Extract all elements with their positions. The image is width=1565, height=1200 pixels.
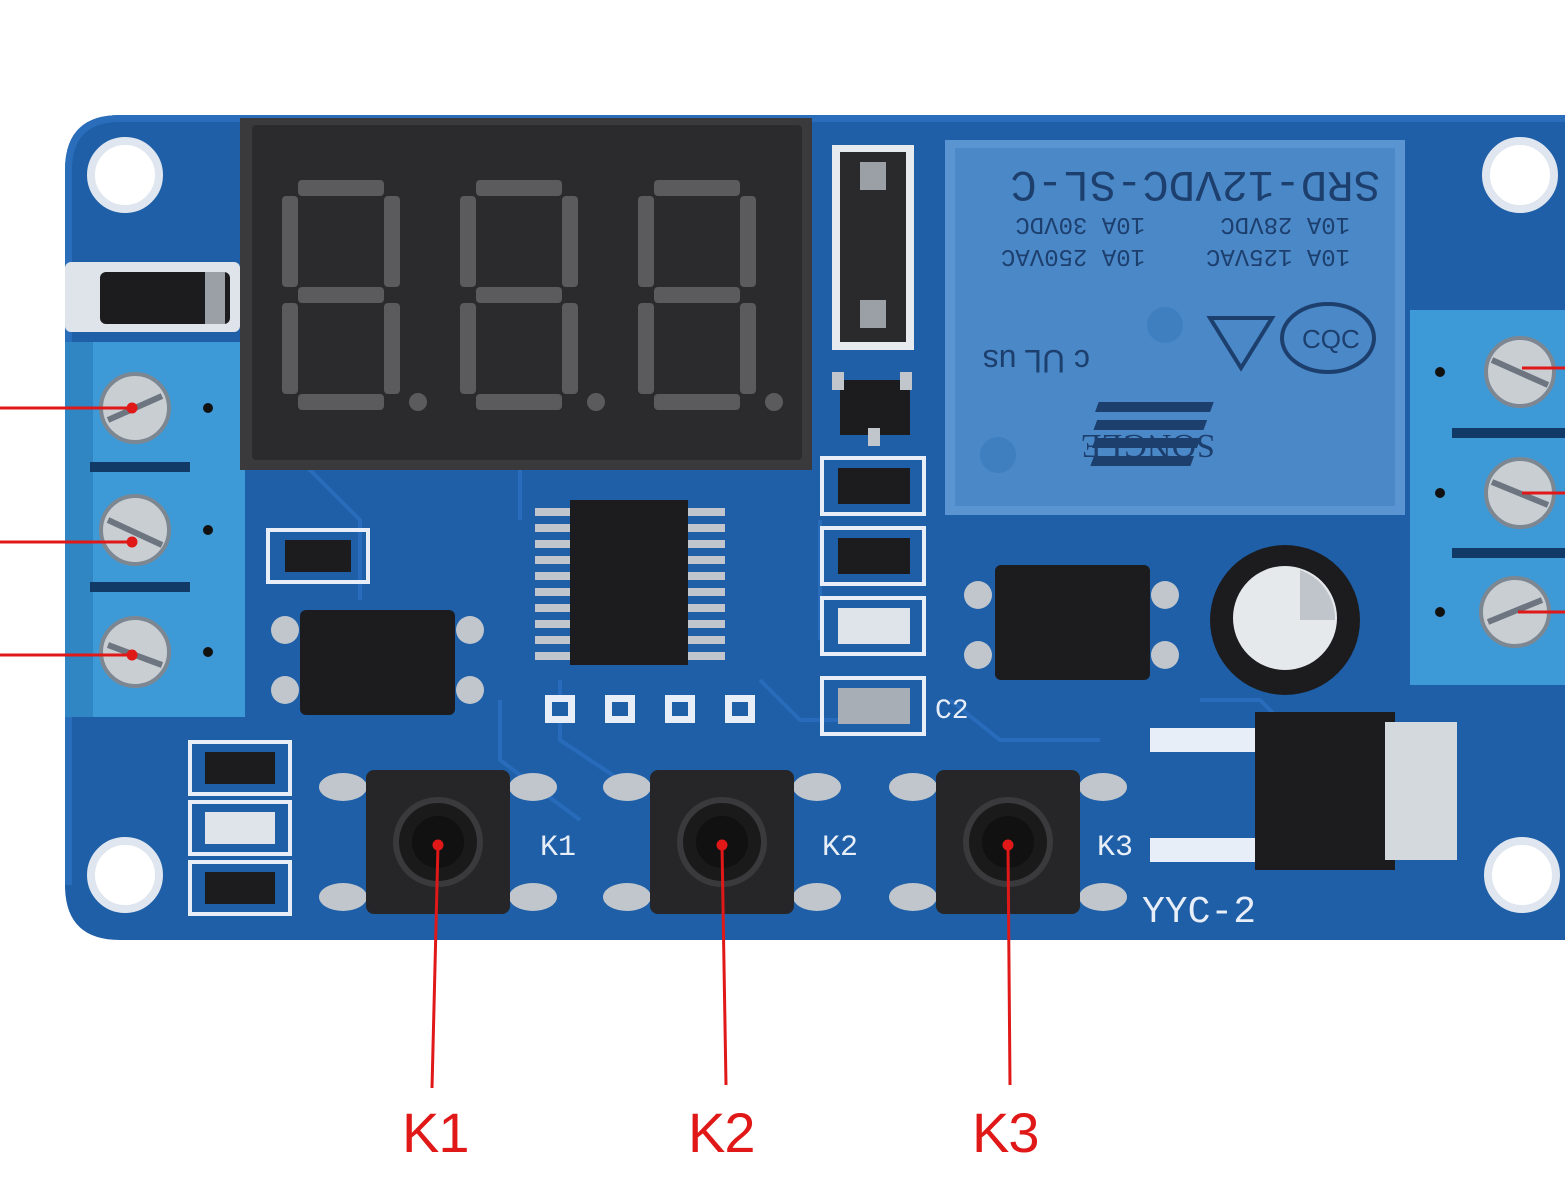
- decimal-point: [587, 393, 605, 411]
- callout-k2-label: K2: [688, 1101, 755, 1164]
- relay-rating: 10A 30VDC: [1015, 210, 1145, 237]
- display-segment: [298, 287, 384, 303]
- right-terminal-block: [1410, 310, 1565, 685]
- cqc-mark: CQC: [1280, 302, 1376, 374]
- decimal-point: [765, 393, 783, 411]
- relay: SRD-12VDC-SL-C 10A 30VDC 10A 28VDC 10A 2…: [945, 140, 1405, 515]
- display-segment: [298, 180, 384, 196]
- triangle-mark: [1206, 316, 1276, 372]
- transistor: [832, 372, 912, 446]
- decimal-point: [409, 393, 427, 411]
- display-segment: [654, 394, 740, 410]
- silk-k1: K1: [540, 831, 576, 865]
- capacitor: [1210, 545, 1360, 695]
- mounting-hole: [87, 837, 163, 913]
- display-segment: [638, 303, 654, 394]
- smd-pads: [545, 695, 755, 723]
- left-callout-lines: [0, 402, 138, 661]
- display-segment: [562, 303, 578, 394]
- relay-model: SRD-12VDC-SL-C: [1010, 158, 1380, 208]
- display-segment: [654, 180, 740, 196]
- relay-rating: 10A 125VAC: [1206, 242, 1350, 269]
- relay-rating: 10A 250VAC: [1001, 242, 1145, 269]
- display-segment: [740, 196, 756, 287]
- display-segment: [282, 196, 298, 287]
- display-segment: [460, 196, 476, 287]
- callout-k3-label: K3: [972, 1101, 1039, 1164]
- mounting-hole: [1484, 837, 1560, 913]
- display-segment: [460, 303, 476, 394]
- mounting-hole: [87, 137, 163, 213]
- display-segment: [282, 303, 298, 394]
- diode: [65, 262, 240, 332]
- display-segment: [562, 196, 578, 287]
- capacitor-label: C2: [935, 696, 969, 727]
- seven-segment-display: [240, 118, 812, 470]
- silk-k3: K3: [1097, 831, 1133, 865]
- terminal-screw: [99, 494, 171, 566]
- button-callout-lines: [430, 839, 1014, 1089]
- relay-rating: 10A 28VDC: [1220, 210, 1350, 237]
- callout-k1-label: K1: [402, 1101, 469, 1164]
- songle-logo: [1090, 402, 1214, 466]
- display-segment: [654, 287, 740, 303]
- display-segment: [476, 180, 562, 196]
- smd-resistors-left: [188, 740, 292, 916]
- display-segment: [638, 196, 654, 287]
- mounting-hole: [1482, 137, 1558, 213]
- display-segment: [476, 394, 562, 410]
- display-segment: [298, 394, 384, 410]
- optocoupler-left: [266, 528, 484, 715]
- silk-k2: K2: [822, 831, 858, 865]
- cqc-text: CQC: [1302, 324, 1360, 354]
- smd-resistors: [820, 456, 926, 736]
- right-callout-lines: [1518, 366, 1565, 614]
- voltage-regulator: [1150, 712, 1457, 870]
- terminal-screw: [1484, 457, 1556, 529]
- microcontroller-chip: [535, 500, 725, 665]
- terminal-screw: [1484, 336, 1556, 408]
- board-model: YYC-2: [1142, 891, 1256, 934]
- display-digits: [282, 180, 783, 411]
- optocoupler-right: [964, 565, 1179, 680]
- display-segment: [740, 303, 756, 394]
- left-terminal-block: [65, 342, 245, 717]
- display-segment: [476, 287, 562, 303]
- jumper: [832, 145, 914, 350]
- relay-cert-ul: c UL us: [983, 343, 1090, 379]
- display-segment: [384, 196, 400, 287]
- display-segment: [384, 303, 400, 394]
